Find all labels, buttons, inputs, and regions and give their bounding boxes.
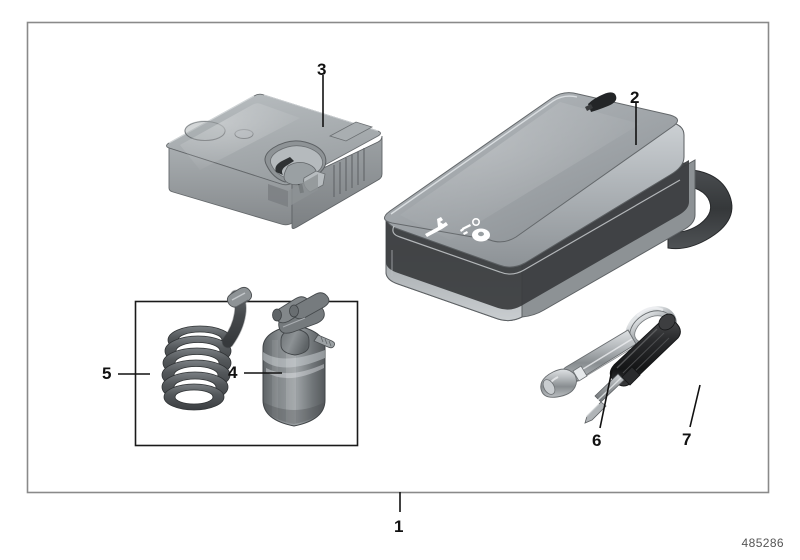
zipper-pull-icon [585,92,617,112]
leader-6 [599,369,613,429]
callout-label-3: 3 [317,60,327,79]
callout-label-6: 6 [592,431,602,450]
key-lock-icon [460,218,490,242]
callout-label-1: 1 [394,517,404,536]
leader-7 [689,384,701,428]
callout-leaders [118,75,701,512]
tow-hook [540,306,677,398]
case-symbols [425,217,490,242]
hose-nozzle [226,286,253,308]
sealant-bottle [262,292,336,427]
wrench-icon [425,217,448,237]
assembly-frame [26,21,770,494]
air-compressor [166,93,383,229]
filler-hose [161,286,253,411]
callout-label-4: 4 [228,363,238,382]
part-number: 485286 [741,536,784,550]
callout-label-2: 2 [630,88,640,107]
callout-label-7: 7 [682,430,692,449]
screwdriver [584,313,681,424]
tool-case [384,92,733,322]
callout-label-5: 5 [102,364,112,383]
